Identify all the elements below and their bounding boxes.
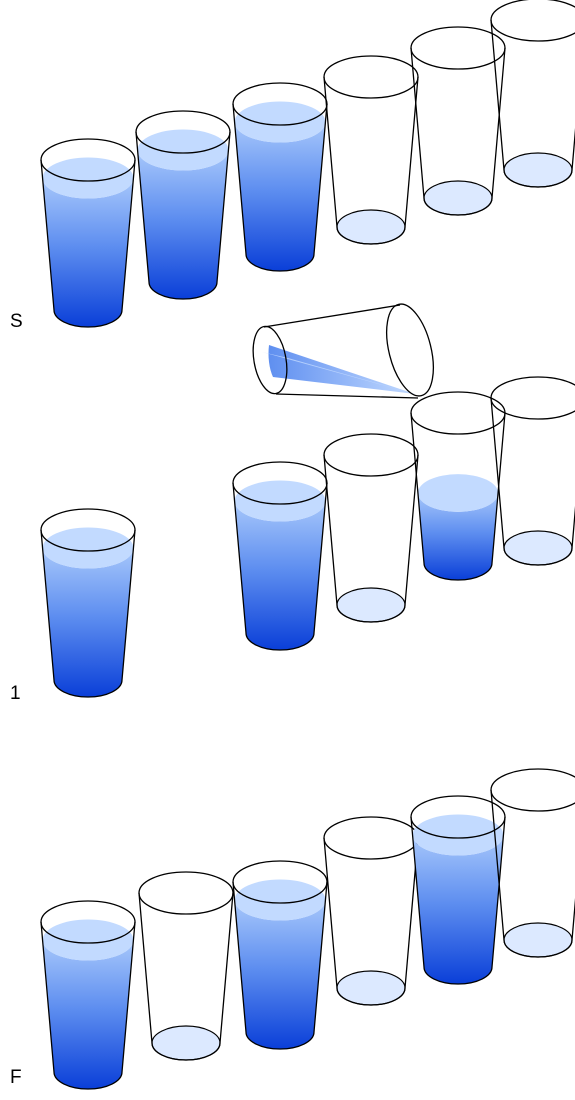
glass-outline	[135, 131, 231, 300]
glass-outline	[490, 19, 575, 188]
glass-2-5	[490, 768, 575, 958]
glass-rim	[410, 795, 506, 839]
tipped-glass-outline	[263, 304, 419, 399]
glass-rim	[323, 55, 419, 99]
glass-outline	[490, 789, 575, 958]
glass-rim	[135, 110, 231, 154]
tipped-glass-rim	[386, 303, 434, 397]
glass-outline	[410, 412, 506, 581]
water-surface	[234, 879, 326, 921]
glass-outline	[232, 482, 328, 651]
water-fill	[234, 501, 326, 650]
glass-rim	[40, 138, 136, 182]
glass-2-0	[40, 900, 136, 1090]
glass-rim	[40, 508, 136, 552]
glass-rim	[490, 768, 575, 812]
glass-outline	[323, 76, 419, 245]
glass-1-1	[232, 461, 328, 651]
water-surface	[417, 474, 499, 512]
water-surface	[42, 157, 134, 199]
glass-rim	[138, 871, 234, 915]
tipped-water-surface	[262, 352, 415, 394]
water-surface	[42, 527, 134, 569]
glass-outline	[490, 397, 575, 566]
water-surface	[234, 480, 326, 522]
glass-2-4	[410, 795, 506, 985]
glass-0-5	[490, 0, 575, 188]
glass-1-3	[410, 391, 506, 581]
glass-outline	[232, 881, 328, 1050]
glass-2-1	[138, 871, 234, 1061]
water-fill	[137, 150, 229, 299]
water-fill	[412, 835, 504, 984]
glass-outline	[40, 529, 136, 698]
water-surface	[412, 814, 504, 856]
glass-rim	[232, 860, 328, 904]
water-fill	[42, 178, 134, 327]
water-fill	[42, 940, 134, 1089]
water-fill	[234, 900, 326, 1049]
glass-0-0	[40, 138, 136, 328]
glass-1-4	[490, 376, 575, 566]
water-surface	[234, 101, 326, 143]
glass-rim	[490, 376, 575, 420]
water-fill	[42, 548, 134, 697]
stage-label-start: S	[10, 311, 23, 332]
stage-label-final: F	[10, 1067, 22, 1088]
glass-outline	[410, 47, 506, 216]
stage-label-step-1: 1	[10, 683, 21, 704]
glass-rim	[490, 0, 575, 42]
glass-rim	[323, 816, 419, 860]
glass-rim	[40, 900, 136, 944]
glass-outline	[138, 892, 234, 1061]
glass-0-1	[135, 110, 231, 300]
tipped-water	[268, 345, 415, 394]
glass-outline	[40, 159, 136, 328]
water-surface	[137, 129, 229, 171]
glass-0-2	[232, 82, 328, 272]
glass-outline	[40, 921, 136, 1090]
glass-0-3	[323, 55, 419, 245]
glass-0-4	[410, 26, 506, 216]
water-fill	[234, 122, 326, 271]
glass-rim	[410, 26, 506, 70]
tipped-glass	[252, 303, 434, 399]
glass-rim	[323, 433, 419, 477]
glass-1-0	[40, 508, 136, 698]
glass-1-2	[323, 433, 419, 623]
glass-outline	[232, 103, 328, 272]
glass-outline	[323, 454, 419, 623]
glass-2-2	[232, 860, 328, 1050]
glass-2-3	[323, 816, 419, 1006]
water-fill	[417, 493, 499, 580]
glass-rim	[232, 82, 328, 126]
glass-outline	[323, 837, 419, 1006]
water-surface	[42, 919, 134, 961]
glass-outline	[410, 816, 506, 985]
